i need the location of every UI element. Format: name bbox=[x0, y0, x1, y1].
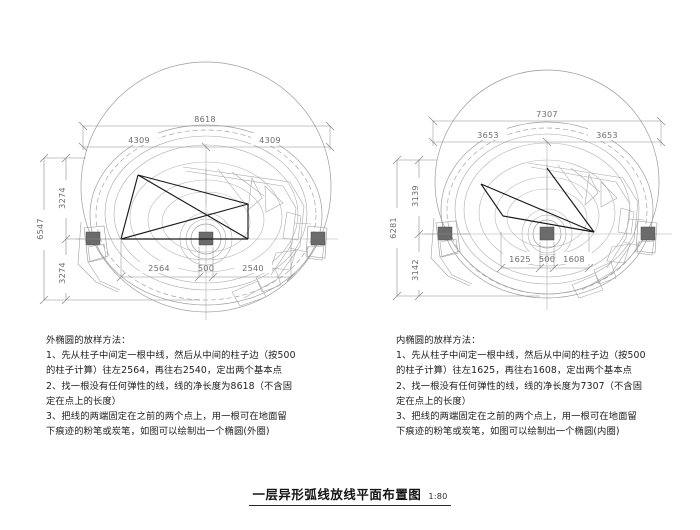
dim-label-top-overall: 7307 bbox=[536, 109, 558, 119]
dim-label-bottom-left: 1625 bbox=[509, 254, 531, 264]
drawing-title-block: 一层异形弧线放线平面布置图 1:80 bbox=[0, 484, 700, 506]
dim-bottom-chain: 2564 500 2540 bbox=[116, 241, 296, 282]
dim-left-halves: 3139 3142 bbox=[410, 155, 470, 301]
dim-label-top-overall: 8618 bbox=[194, 114, 216, 124]
right-fan-detail bbox=[182, 166, 312, 307]
dim-top-overall: 8618 bbox=[78, 112, 335, 150]
note-inner-ellipse-method: 内椭圆的放样方法： 1、先从柱子中间定一根中线，然后从中间的柱子边（按500 的… bbox=[396, 335, 646, 438]
drawing-title-text: 一层异形弧线放线平面布置图 bbox=[252, 487, 422, 502]
string-layout-triangle bbox=[480, 167, 595, 233]
dim-left-overall: 6281 bbox=[388, 155, 540, 301]
dim-left-halves: 3274 3274 bbox=[57, 153, 120, 305]
dim-top-overall: 7307 bbox=[428, 107, 666, 146]
dim-label-left-upper-half: 3274 bbox=[57, 187, 67, 209]
dim-bottom-chain: 1625 500 1608 bbox=[496, 232, 594, 273]
dim-label-left-upper-half: 3139 bbox=[410, 185, 420, 207]
dim-label-top-right-half: 3653 bbox=[596, 130, 618, 140]
drawing-scale-text: 1:80 bbox=[428, 491, 448, 501]
left-column-marker bbox=[77, 221, 121, 293]
dim-label-left-overall: 6547 bbox=[35, 218, 45, 240]
note-outer-ellipse-method: 外椭圆的放样方法： 1、先从柱子中间定一根中线，然后从中间的柱子边（按500 的… bbox=[46, 335, 296, 438]
dim-label-bottom-right: 2540 bbox=[242, 263, 264, 273]
dim-top-halves: 4309 4309 bbox=[78, 133, 335, 152]
dim-label-top-right-half: 4309 bbox=[259, 135, 281, 145]
right-column-marker bbox=[635, 220, 658, 256]
dim-label-bottom-left: 2564 bbox=[148, 263, 170, 273]
right-fan-detail bbox=[527, 162, 645, 299]
dim-label-top-left-half: 3653 bbox=[477, 130, 499, 140]
dim-top-halves: 3653 3653 bbox=[428, 128, 666, 147]
drawing-title-underline: 一层异形弧线放线平面布置图 1:80 bbox=[249, 484, 451, 506]
dim-label-left-overall: 6281 bbox=[388, 217, 398, 239]
right-column-marker bbox=[305, 225, 328, 261]
inner-ellipse-dashed bbox=[446, 127, 648, 295]
dim-label-left-lower-half: 3142 bbox=[410, 259, 420, 281]
dim-label-top-left-half: 4309 bbox=[128, 135, 150, 145]
left-column-marker bbox=[430, 217, 473, 287]
dim-label-bottom-right: 1608 bbox=[563, 254, 585, 264]
outer-ellipse-plan: 8618 4309 4309 6547 bbox=[35, 61, 338, 320]
dim-left-overall: 6547 bbox=[35, 153, 200, 305]
inner-ellipse-plan: 7307 3653 3653 6281 bbox=[388, 69, 672, 310]
center-column-marker bbox=[539, 226, 555, 241]
dim-label-bottom-center: 500 bbox=[198, 263, 214, 273]
dim-label-bottom-center: 500 bbox=[539, 254, 555, 264]
dim-label-left-lower-half: 3274 bbox=[57, 262, 67, 284]
string-layout-bowtie bbox=[120, 174, 249, 240]
